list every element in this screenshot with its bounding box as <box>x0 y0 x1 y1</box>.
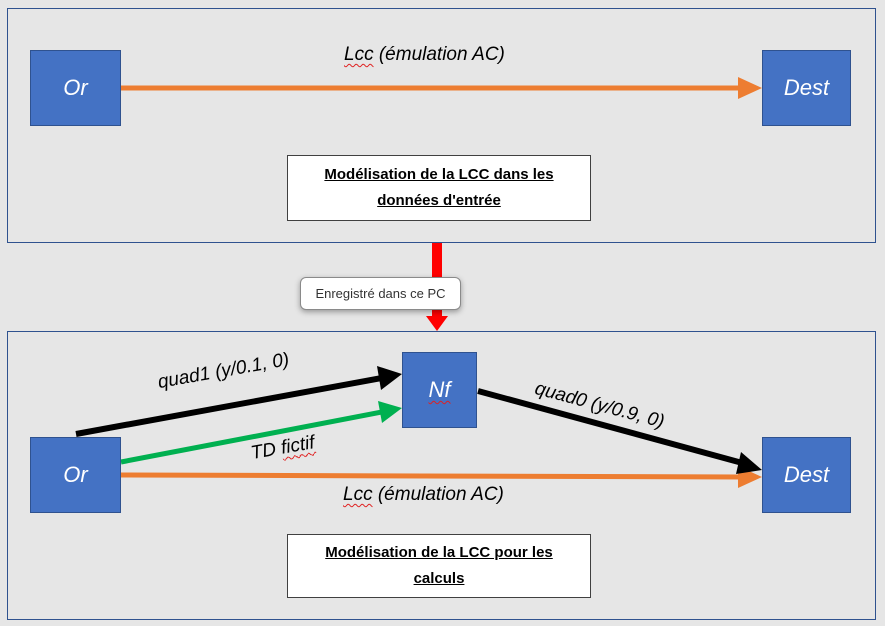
top-lcc-label-prefix: Lcc <box>344 44 374 65</box>
td-fictif-prefix: TD <box>249 438 283 465</box>
bottom-lcc-label-prefix: Lcc <box>343 484 373 505</box>
top-lcc-edge <box>121 77 762 99</box>
bottom-node-or: Or <box>30 437 121 513</box>
top-lcc-label: Lcc (émulation AC) <box>344 44 505 66</box>
td-fictif-squiggle: fictif <box>279 432 317 459</box>
saved-tooltip: Enregistré dans ce PC <box>300 277 461 310</box>
quad1-edge <box>75 366 402 437</box>
top-caption-box: Modélisation de la LCC dans les données … <box>287 155 591 221</box>
top-node-dest: Dest <box>762 50 851 126</box>
nf-label: Nf <box>428 377 451 402</box>
td-fictif-edge <box>120 401 402 465</box>
bottom-node-dest: Dest <box>762 437 851 513</box>
bottom-lcc-label-rest: (émulation AC) <box>372 484 504 505</box>
bottom-lcc-label: Lcc (émulation AC) <box>343 484 504 506</box>
top-node-or: Or <box>30 50 121 126</box>
quad0-edge <box>477 388 762 474</box>
bottom-node-nf: Nf <box>402 352 477 428</box>
bottom-caption-box: Modélisation de la LCC pour les calculs <box>287 534 591 598</box>
top-lcc-label-rest: (émulation AC) <box>373 44 505 65</box>
